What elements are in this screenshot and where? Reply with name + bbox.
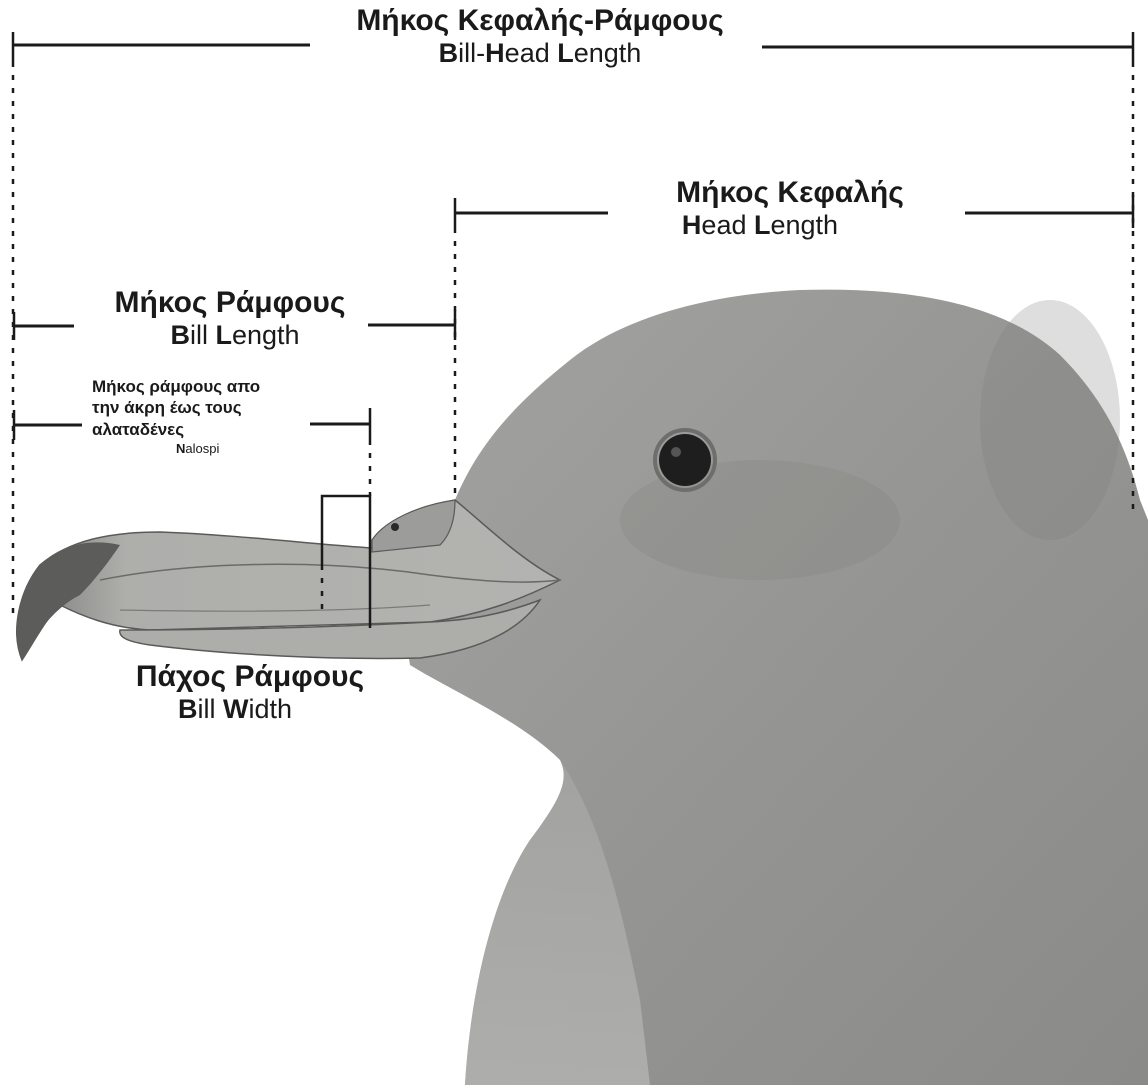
bill-head-length-label: Μήκος Κεφαλής-Ράμφους Bill-Head Length [290, 4, 790, 68]
nalospi-label: Μήκος ράμφους απο την άκρη έως τους αλατ… [92, 376, 352, 456]
bill-width-label: Πάχος Ράμφους Bill Width [100, 660, 400, 724]
head-length-greek: Μήκος Κεφαλής [620, 176, 960, 210]
head-length-label: Μήκος Κεφαλής Head Length [620, 176, 960, 240]
nape-shading [980, 300, 1120, 540]
bill-head-length-english: Bill-Head Length [290, 38, 790, 68]
bill-length-greek: Μήκος Ράμφους [70, 286, 390, 320]
bill-width-greek: Πάχος Ράμφους [100, 660, 400, 694]
head-length-english: Head Length [620, 210, 960, 240]
bill-length-english: Bill Length [70, 320, 390, 350]
nostril-icon [391, 523, 399, 531]
nalospi-english: Nalospi [92, 442, 352, 457]
bill-length-label: Μήκος Ράμφους Bill Length [70, 286, 390, 350]
eye-icon [659, 434, 711, 486]
bill-width-english: Bill Width [100, 694, 400, 724]
eye-highlight [671, 447, 681, 457]
bill-head-length-greek: Μήκος Κεφαλής-Ράμφους [290, 4, 790, 38]
nalospi-greek: Μήκος ράμφους απο την άκρη έως τους αλατ… [92, 376, 352, 440]
